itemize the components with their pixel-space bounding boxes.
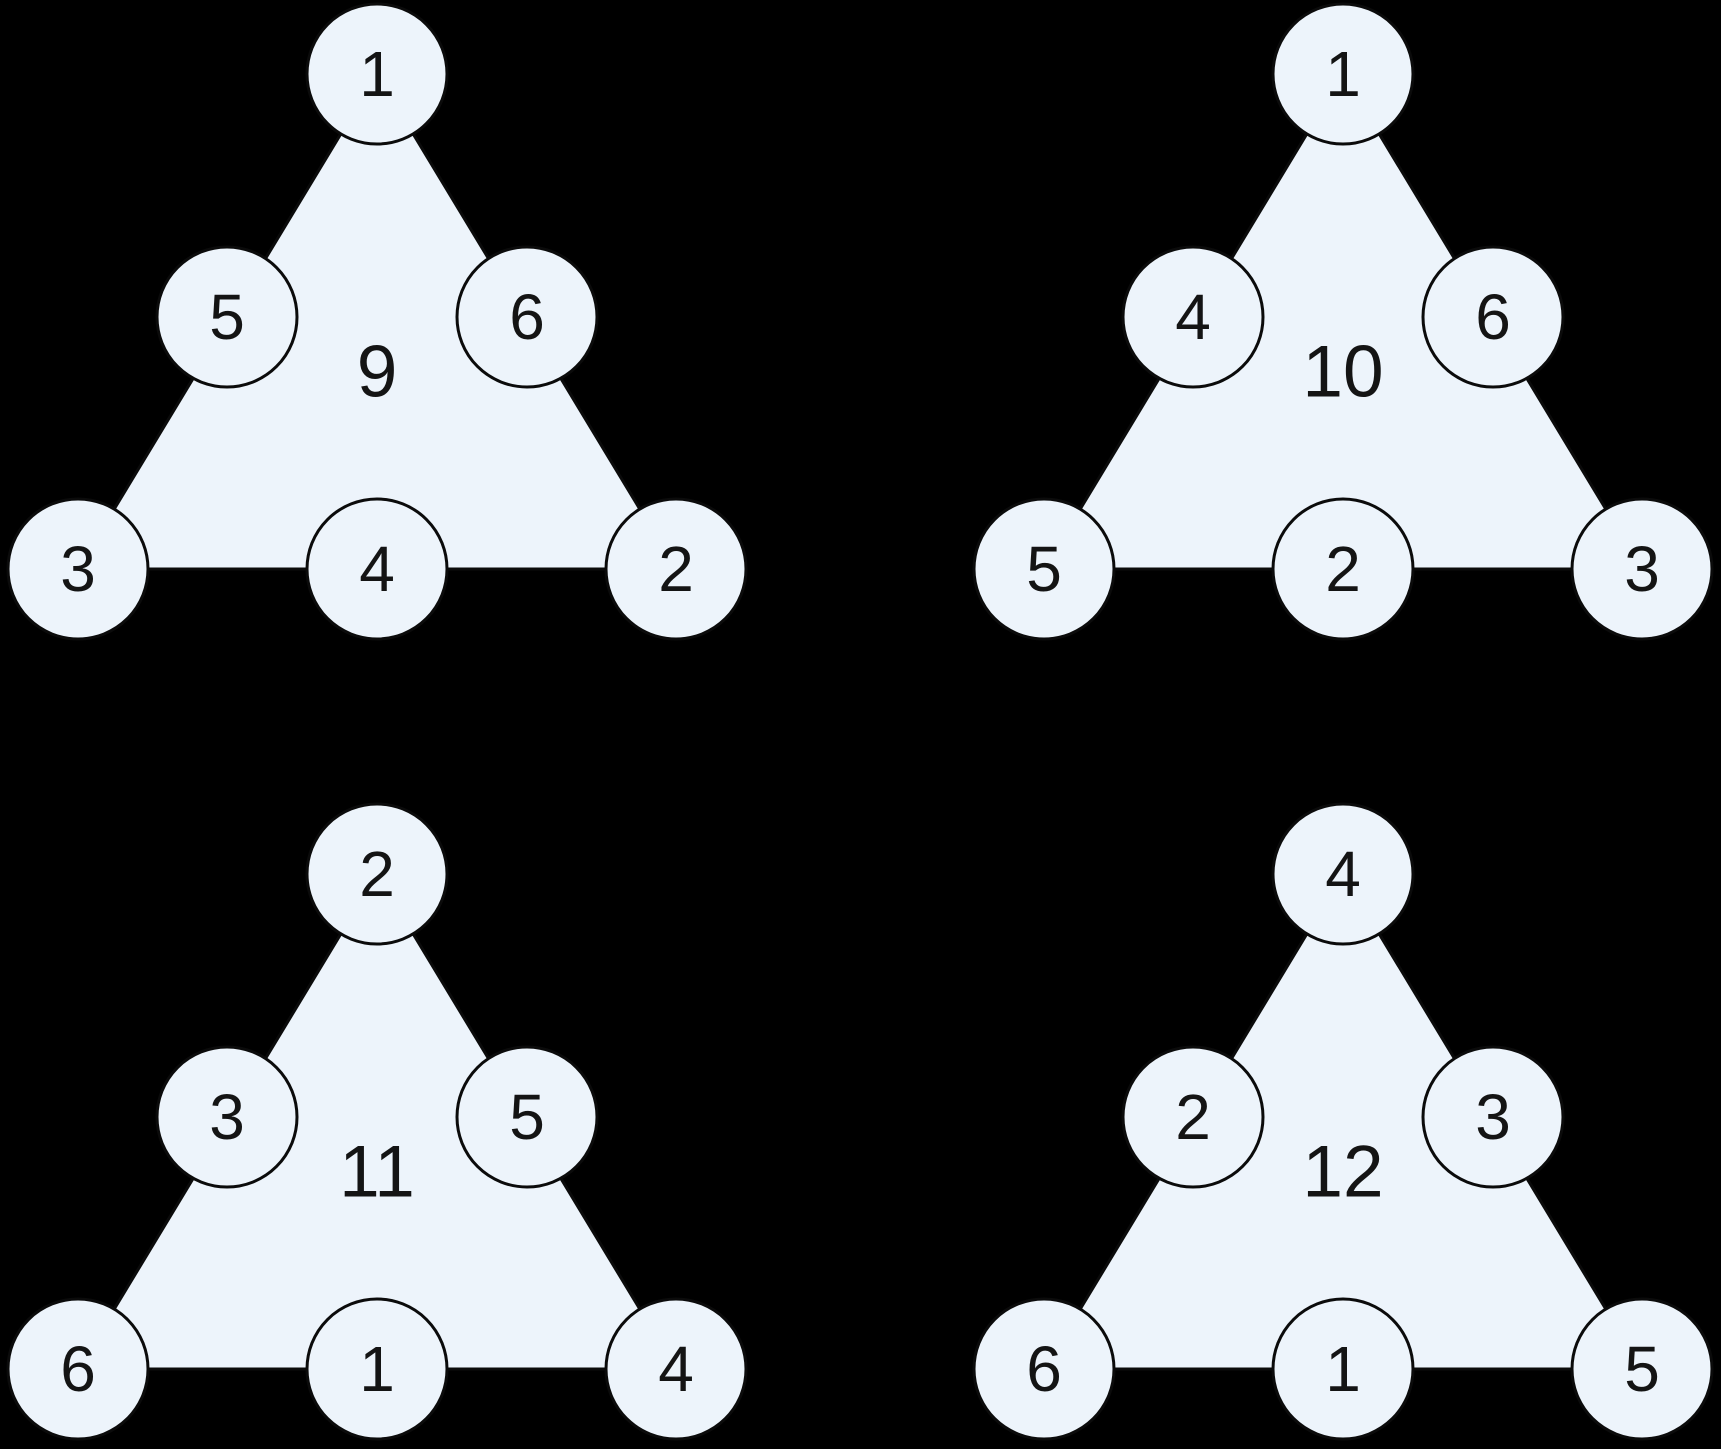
apex-value: 1	[359, 38, 395, 110]
apex-value: 2	[359, 838, 395, 910]
apex-value: 1	[1325, 38, 1361, 110]
bottom-center-circle	[1271, 497, 1415, 641]
mid-right-circle	[455, 1045, 599, 1189]
mid-left-circle	[1121, 1045, 1265, 1189]
mid-left-value: 2	[1175, 1081, 1211, 1153]
mid-left-value: 4	[1175, 281, 1211, 353]
side-sum-label: 9	[357, 332, 398, 413]
bottom-center-value: 1	[1325, 1333, 1361, 1405]
bottom-center-value: 2	[1325, 533, 1361, 605]
apex-circle	[1271, 802, 1415, 946]
bottom-left-circle	[6, 497, 150, 641]
apex-circle	[305, 802, 449, 946]
bottom-right-circle	[604, 1297, 748, 1441]
mid-right-value: 6	[509, 281, 545, 353]
bottom-left-value: 3	[60, 533, 96, 605]
side-sum-label: 12	[1302, 1132, 1383, 1213]
mid-left-value: 3	[209, 1081, 245, 1153]
side-sum-label: 11	[339, 1132, 415, 1213]
bottom-center-circle	[305, 1297, 449, 1441]
bottom-right-value: 5	[1624, 1333, 1660, 1405]
bottom-left-circle	[972, 1297, 1116, 1441]
mid-right-value: 6	[1475, 281, 1511, 353]
mid-right-value: 5	[509, 1081, 545, 1153]
mid-right-value: 3	[1475, 1081, 1511, 1153]
bottom-right-value: 4	[658, 1333, 694, 1405]
apex-circle	[1271, 2, 1415, 146]
bottom-left-circle	[972, 497, 1116, 641]
bottom-center-circle	[305, 497, 449, 641]
bottom-right-value: 2	[658, 533, 694, 605]
bottom-center-circle	[1271, 1297, 1415, 1441]
bottom-left-value: 5	[1026, 533, 1062, 605]
bottom-right-value: 3	[1624, 533, 1660, 605]
bottom-right-circle	[1570, 1297, 1714, 1441]
bottom-center-value: 1	[359, 1333, 395, 1405]
apex-value: 4	[1325, 838, 1361, 910]
magic-triangle-sum-11: 2 3 5 6 1 4 11	[6, 802, 748, 1441]
apex-circle	[305, 2, 449, 146]
mid-right-circle	[1421, 245, 1565, 389]
bottom-left-value: 6	[60, 1333, 96, 1405]
magic-triangle-sum-9: 1 5 6 3 4 2 9	[6, 2, 748, 641]
mid-right-circle	[1421, 1045, 1565, 1189]
bottom-center-value: 4	[359, 533, 395, 605]
mid-right-circle	[455, 245, 599, 389]
side-sum-label: 10	[1302, 332, 1383, 413]
mid-left-circle	[155, 1045, 299, 1189]
magic-triangle-sum-10: 1 4 6 5 2 3 10	[972, 2, 1714, 641]
mid-left-circle	[1121, 245, 1265, 389]
magic-triangle-sum-12: 4 2 3 6 1 5 12	[972, 802, 1714, 1441]
bottom-left-circle	[6, 1297, 150, 1441]
bottom-left-value: 6	[1026, 1333, 1062, 1405]
bottom-right-circle	[1570, 497, 1714, 641]
mid-left-value: 5	[209, 281, 245, 353]
mid-left-circle	[155, 245, 299, 389]
bottom-right-circle	[604, 497, 748, 641]
